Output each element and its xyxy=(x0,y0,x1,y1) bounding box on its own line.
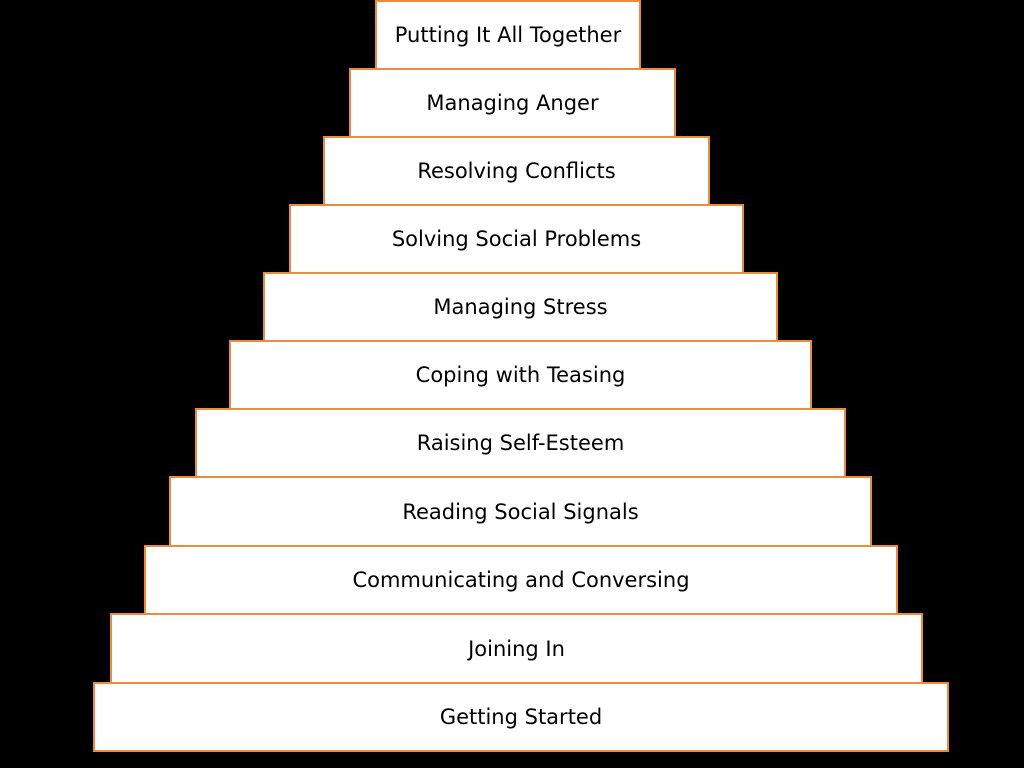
pyramid-step-joining-in: Joining In xyxy=(110,613,923,684)
pyramid-step-getting-started: Getting Started xyxy=(93,682,949,752)
pyramid-step-managing-stress: Managing Stress xyxy=(263,272,778,342)
pyramid-step-solving-social-problems: Solving Social Problems xyxy=(289,204,744,274)
pyramid-step-reading-social-signals: Reading Social Signals xyxy=(169,476,872,547)
pyramid-step-putting-it-all-together: Putting It All Together xyxy=(375,0,641,70)
pyramid-step-resolving-conflicts: Resolving Conflicts xyxy=(323,136,710,206)
pyramid-step-coping-with-teasing: Coping with Teasing xyxy=(229,340,812,410)
pyramid-step-raising-self-esteem: Raising Self-Esteem xyxy=(195,408,846,478)
pyramid-step-communicating-and-conversing: Communicating and Conversing xyxy=(144,545,898,615)
pyramid-step-managing-anger: Managing Anger xyxy=(349,68,676,138)
